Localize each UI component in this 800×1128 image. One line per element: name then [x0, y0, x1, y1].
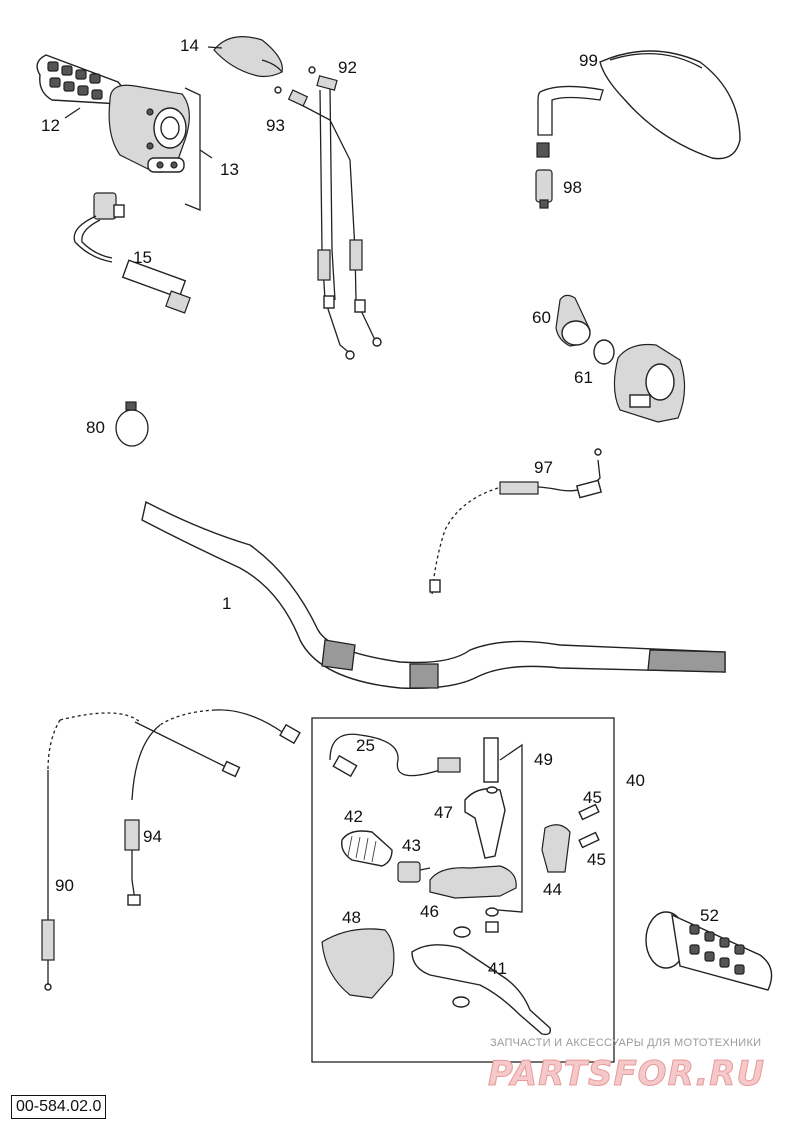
washer-icon	[486, 786, 498, 794]
callout-47: 47	[434, 803, 453, 822]
sensor-cable-icon	[329, 733, 461, 778]
callout-60: 60	[532, 308, 551, 327]
lever-cover-icon	[321, 928, 395, 999]
adjuster-icon	[397, 861, 431, 883]
watermark-logo: PARTSFOR.RU	[488, 1054, 765, 1094]
callout-97: 97	[534, 458, 553, 477]
callout-44: 44	[543, 880, 562, 899]
callout-41: 41	[488, 959, 507, 978]
callout-40: 40	[626, 771, 645, 790]
bracket-13	[184, 87, 201, 211]
choke-cable-icon	[429, 448, 603, 596]
clamp-icon	[464, 737, 506, 859]
callout-99: 99	[579, 51, 598, 70]
boot-icon	[341, 830, 393, 867]
callout-1: 1	[222, 594, 231, 613]
diagram-code-label: 00-584.02.0	[11, 1095, 107, 1119]
callout-45b: 45	[587, 850, 606, 869]
lever-bracket-icon	[429, 865, 517, 899]
callout-48: 48	[342, 908, 361, 927]
throttle-grip-icon	[36, 54, 125, 105]
callout-12: 12	[41, 116, 60, 135]
callout-98: 98	[563, 178, 582, 197]
bracket-49	[497, 743, 523, 913]
clutch-cable-icon	[41, 712, 241, 991]
callout-94: 94	[143, 827, 162, 846]
assembly-box-40	[311, 717, 615, 1063]
callout-49: 49	[534, 750, 553, 769]
left-grip-icon	[645, 911, 773, 991]
callout-45a: 45	[583, 788, 602, 807]
watermark-tagline: ЗАПЧАСТИ И АКСЕССУАРЫ ДЛЯ МОТОТЕХНИКИ	[490, 1037, 761, 1049]
callout-93: 93	[266, 116, 285, 135]
cover-icon	[213, 36, 283, 78]
clutch-lever-icon	[411, 926, 552, 1036]
switch-housing-icon	[555, 294, 686, 423]
throttle-cable-94-icon	[124, 709, 301, 906]
handlebar-icon	[141, 500, 726, 689]
kill-switch-icon	[73, 192, 191, 314]
clamp-half-icon	[541, 803, 600, 873]
mirror-icon	[535, 50, 741, 209]
clamp-ring-icon	[115, 401, 149, 447]
callout-52: 52	[700, 906, 719, 925]
callout-14: 14	[180, 36, 199, 55]
callout-15: 15	[133, 248, 152, 267]
callout-43: 43	[402, 836, 421, 855]
callout-61: 61	[574, 368, 593, 387]
throttle-cables-icon	[274, 66, 382, 360]
callout-25: 25	[356, 736, 375, 755]
callout-13: 13	[220, 160, 239, 179]
throttle-housing-icon	[108, 84, 190, 173]
callout-42: 42	[344, 807, 363, 826]
callout-92: 92	[338, 58, 357, 77]
callout-46: 46	[420, 902, 439, 921]
callout-90: 90	[55, 876, 74, 895]
callout-80: 80	[86, 418, 105, 437]
